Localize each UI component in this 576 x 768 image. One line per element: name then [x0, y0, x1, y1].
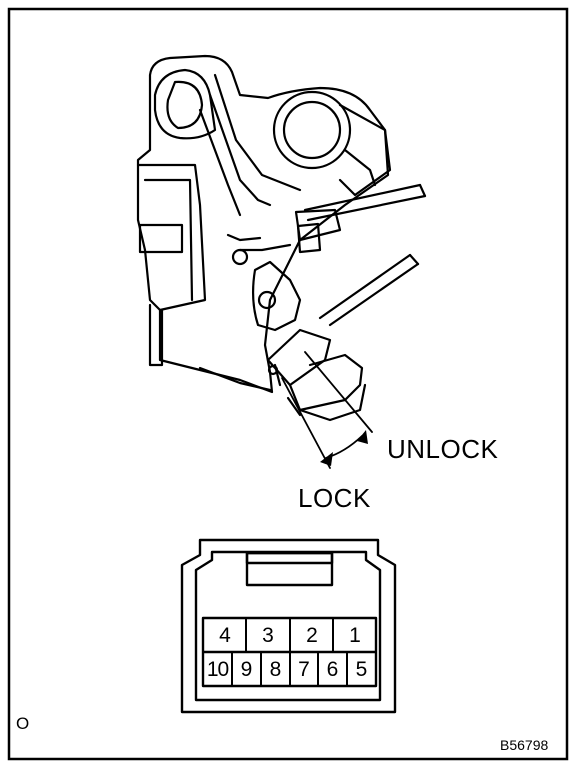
- pin-top-2: 3: [262, 624, 274, 647]
- figure-frame: [7, 7, 569, 761]
- unlock-label: UNLOCK: [387, 434, 499, 464]
- pin-top-4: 1: [349, 624, 361, 647]
- figure-code: B56798: [500, 737, 549, 753]
- pin-top-1: 4: [219, 624, 231, 647]
- door-lock-assembly: [136, 54, 427, 469]
- pin-bottom-1: 10: [206, 658, 229, 681]
- arc-arrowhead-lock: [320, 452, 333, 466]
- pin-bottom-4: 7: [298, 658, 310, 681]
- corner-mark: O: [16, 714, 30, 733]
- lock-label: LOCK: [298, 483, 371, 513]
- pin-bottom-3: 8: [269, 658, 282, 681]
- pin-bottom-5: 6: [326, 658, 339, 681]
- arc-arrowhead-unlock: [357, 430, 368, 444]
- pin-bottom-6: 5: [355, 658, 368, 681]
- pin-top-3: 2: [306, 624, 318, 647]
- connector-cell-dividers: [231, 618, 348, 686]
- pin-bottom-2: 9: [240, 658, 253, 681]
